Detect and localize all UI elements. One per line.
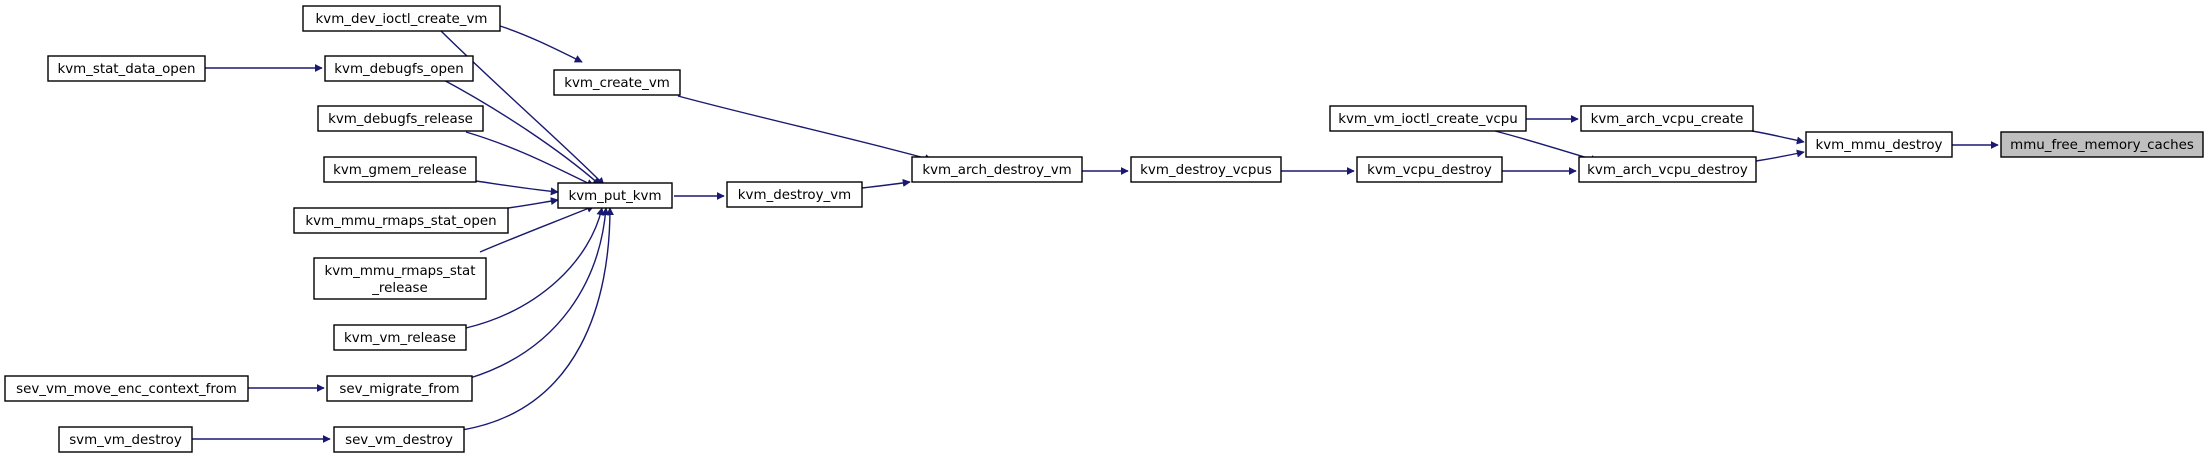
node-label: kvm_mmu_rmaps_stat bbox=[324, 264, 475, 279]
edge-sev_vm_destroy-kvm_put_kvm bbox=[461, 207, 614, 431]
edge-kvm_create_vm-kvm_arch_destroy_vm bbox=[677, 95, 933, 162]
node-kvm_destroy_vcpus[interactable]: kvm_destroy_vcpus bbox=[1130, 156, 1282, 183]
node-kvm_vm_ioctl_create_vcpu[interactable]: kvm_vm_ioctl_create_vcpu bbox=[1329, 105, 1527, 132]
node-kvm_mmu_rmaps_stat_release[interactable]: kvm_mmu_rmaps_stat _release bbox=[313, 257, 487, 300]
node-kvm_vcpu_destroy[interactable]: kvm_vcpu_destroy bbox=[1356, 156, 1503, 183]
node-kvm_arch_vcpu_create[interactable]: kvm_arch_vcpu_create bbox=[1580, 105, 1754, 132]
node-kvm_destroy_vm[interactable]: kvm_destroy_vm bbox=[726, 181, 863, 208]
node-sev_vm_move_enc_context_from[interactable]: sev_vm_move_enc_context_from bbox=[4, 375, 249, 402]
node-kvm_mmu_rmaps_stat_open[interactable]: kvm_mmu_rmaps_stat_open bbox=[293, 207, 509, 234]
node-label: mmu_free_memory_caches bbox=[2010, 138, 2194, 153]
node-label: kvm_mmu_destroy bbox=[1816, 138, 1943, 153]
node-label: kvm_vm_release bbox=[344, 331, 456, 346]
node-label: kvm_create_vm bbox=[564, 76, 670, 91]
edge-kvm_arch_vcpu_destroy-kvm_mmu_destroy bbox=[1755, 149, 1805, 162]
node-label: kvm_mmu_rmaps_stat_open bbox=[305, 214, 496, 229]
node-label: kvm_gmem_release bbox=[333, 163, 467, 178]
edge-kvm_dev_ioctl_create_vm-kvm_put_kvm bbox=[435, 25, 605, 186]
node-label: kvm_arch_destroy_vm bbox=[922, 163, 1071, 178]
node-sev_vm_destroy[interactable]: sev_vm_destroy bbox=[333, 426, 465, 453]
edge-kvm_mmu_rmaps_stat_release-kvm_put_kvm bbox=[479, 205, 595, 253]
node-kvm_debugfs_open[interactable]: kvm_debugfs_open bbox=[324, 55, 474, 82]
node-label: sev_vm_destroy bbox=[345, 433, 453, 448]
node-kvm_put_kvm[interactable]: kvm_put_kvm bbox=[557, 182, 673, 209]
node-kvm_stat_data_open[interactable]: kvm_stat_data_open bbox=[47, 55, 206, 82]
node-label: svm_vm_destroy bbox=[69, 433, 182, 448]
node-label: kvm_arch_vcpu_create bbox=[1591, 112, 1744, 127]
node-kvm_debugfs_release[interactable]: kvm_debugfs_release bbox=[317, 105, 484, 132]
node-label: sev_migrate_from bbox=[339, 382, 459, 397]
edge-kvm_mmu_rmaps_stat_open-kvm_put_kvm bbox=[507, 197, 559, 209]
nodes: kvm_dev_ioctl_create_vm kvm_stat_data_op… bbox=[4, 5, 2204, 453]
edge-kvm_destroy_vm-kvm_arch_destroy_vm bbox=[861, 178, 911, 189]
node-kvm_arch_vcpu_destroy[interactable]: kvm_arch_vcpu_destroy bbox=[1578, 156, 1757, 183]
node-label: kvm_arch_vcpu_destroy bbox=[1587, 163, 1748, 178]
node-label: sev_vm_move_enc_context_from bbox=[16, 382, 237, 397]
node-label: kvm_vm_ioctl_create_vcpu bbox=[1338, 112, 1518, 127]
node-svm_vm_destroy[interactable]: svm_vm_destroy bbox=[58, 426, 193, 453]
edge-kvm_debugfs_release-kvm_put_kvm bbox=[465, 131, 595, 187]
node-kvm_arch_destroy_vm[interactable]: kvm_arch_destroy_vm bbox=[911, 156, 1083, 183]
edge-sev_migrate_from-kvm_put_kvm bbox=[469, 207, 610, 379]
node-label: kvm_debugfs_open bbox=[334, 62, 463, 77]
node-kvm_create_vm[interactable]: kvm_create_vm bbox=[553, 69, 681, 96]
edge-kvm_debugfs_open-kvm_put_kvm bbox=[439, 77, 601, 186]
node-label: kvm_debugfs_release bbox=[328, 112, 473, 127]
node-kvm_mmu_destroy[interactable]: kvm_mmu_destroy bbox=[1805, 131, 1953, 158]
node-label: kvm_stat_data_open bbox=[57, 62, 195, 77]
node-label: _release bbox=[371, 281, 428, 296]
node-mmu_free_memory_caches[interactable]: mmu_free_memory_caches bbox=[2000, 131, 2204, 158]
node-label: kvm_put_kvm bbox=[568, 189, 661, 204]
edge-kvm_arch_vcpu_create-kvm_mmu_destroy bbox=[1751, 130, 1805, 145]
node-label: kvm_vcpu_destroy bbox=[1367, 163, 1492, 178]
edge-kvm_dev_ioctl_create_vm-kvm_create_vm bbox=[499, 25, 583, 63]
node-sev_migrate_from[interactable]: sev_migrate_from bbox=[326, 375, 473, 402]
node-label: kvm_destroy_vm bbox=[738, 188, 851, 203]
edges bbox=[192, 25, 1999, 443]
node-label: kvm_dev_ioctl_create_vm bbox=[316, 12, 488, 27]
node-kvm_gmem_release[interactable]: kvm_gmem_release bbox=[323, 156, 477, 183]
node-kvm_dev_ioctl_create_vm[interactable]: kvm_dev_ioctl_create_vm bbox=[302, 5, 501, 32]
edge-kvm_vm_release-kvm_put_kvm bbox=[465, 207, 605, 329]
edge-kvm_gmem_release-kvm_put_kvm bbox=[475, 180, 559, 196]
node-label: kvm_destroy_vcpus bbox=[1140, 163, 1272, 178]
node-kvm_vm_release[interactable]: kvm_vm_release bbox=[333, 324, 467, 351]
